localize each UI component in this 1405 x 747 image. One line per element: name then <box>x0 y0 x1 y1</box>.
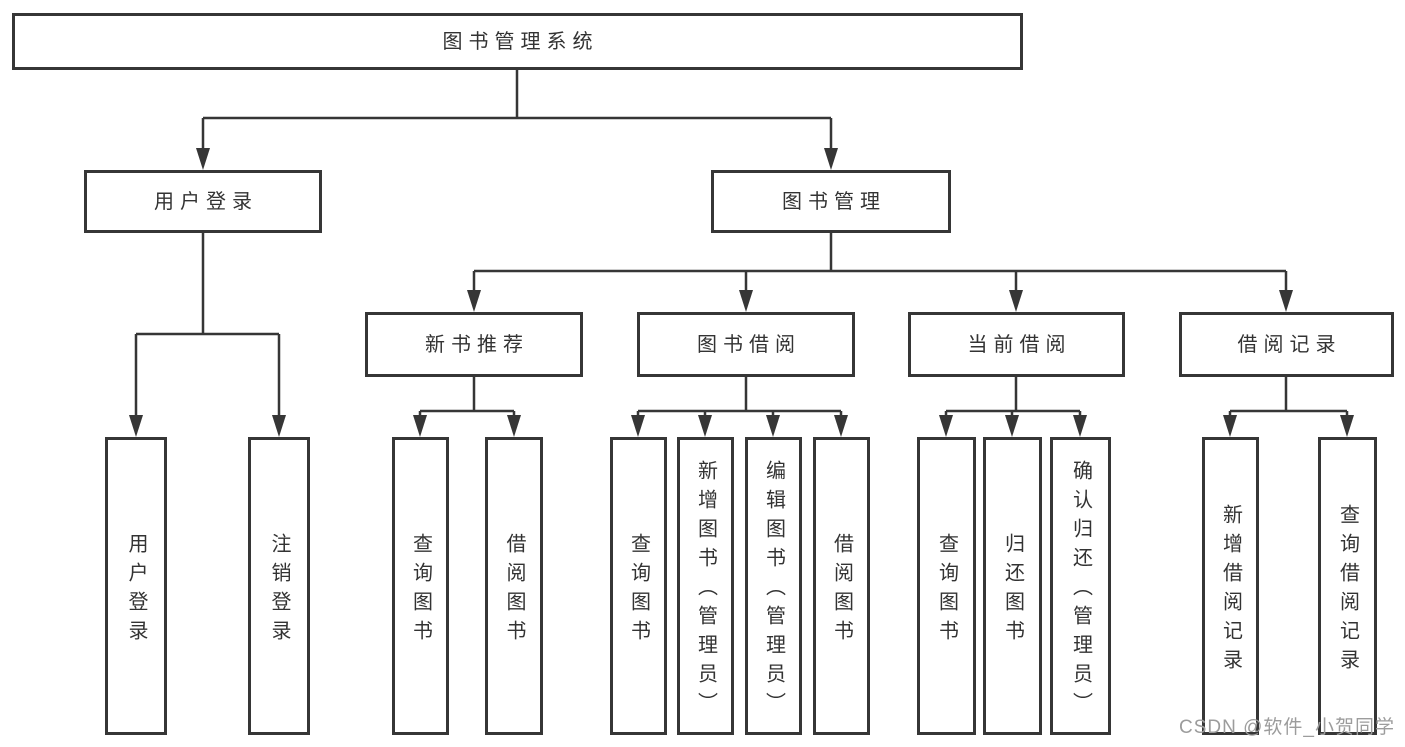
arrowhead-icon <box>739 290 753 312</box>
leaf-borrow-books-recommend: 借阅图书 <box>485 437 543 735</box>
arrowhead-icon <box>1009 290 1023 312</box>
arrowhead-icon <box>1073 415 1087 437</box>
leaf-query-books-recommend: 查询图书 <box>392 437 449 735</box>
edge-book-management-children <box>472 233 1288 290</box>
edge-borrow-record-children <box>1228 377 1349 415</box>
arrowhead-icon <box>631 415 645 437</box>
arrowhead-icon <box>939 415 953 437</box>
edge-current-borrow-children <box>944 377 1082 415</box>
node-user-login: 用户登录 <box>84 170 322 233</box>
node-current-borrowing: 当前借阅 <box>908 312 1125 377</box>
arrowhead-icon <box>834 415 848 437</box>
edge-user-login-children <box>134 233 281 415</box>
leaf-borrow-books-borrowing: 借阅图书 <box>813 437 870 735</box>
leaf-query-books-current: 查询图书 <box>917 437 976 735</box>
arrowhead-icon <box>413 415 427 437</box>
arrowhead-icon <box>1340 415 1354 437</box>
node-borrowing-records: 借阅记录 <box>1179 312 1394 377</box>
leaf-add-books-admin: 新增图书（管理员） <box>677 437 734 735</box>
arrowhead-icon <box>766 415 780 437</box>
leaf-add-borrow-record: 新增借阅记录 <box>1202 437 1259 735</box>
leaf-query-books-borrowing: 查询图书 <box>610 437 667 735</box>
leaf-confirm-return-admin: 确认归还（管理员） <box>1050 437 1111 735</box>
arrowheads <box>129 148 1354 437</box>
arrowhead-icon <box>824 148 838 170</box>
node-library-management-system: 图书管理系统 <box>12 13 1023 70</box>
leaf-return-books: 归还图书 <box>983 437 1042 735</box>
arrowhead-icon <box>698 415 712 437</box>
arrowhead-icon <box>507 415 521 437</box>
leaf-query-borrow-record: 查询借阅记录 <box>1318 437 1377 735</box>
node-new-book-recommendation: 新书推荐 <box>365 312 583 377</box>
arrowhead-icon <box>129 415 143 437</box>
arrowhead-icon <box>1223 415 1237 437</box>
edge-new-book-children <box>418 377 516 415</box>
arrowhead-icon <box>1279 290 1293 312</box>
arrowhead-icon <box>467 290 481 312</box>
leaf-edit-books-admin: 编辑图书（管理员） <box>745 437 802 735</box>
arrowhead-icon <box>1005 415 1019 437</box>
leaf-user-login: 用户登录 <box>105 437 167 735</box>
edge-root-to-level2 <box>201 70 833 148</box>
node-book-borrowing: 图书借阅 <box>637 312 855 377</box>
edge-book-borrow-children <box>636 377 843 415</box>
node-book-management: 图书管理 <box>711 170 951 233</box>
arrowhead-icon <box>272 415 286 437</box>
arrowhead-icon <box>196 148 210 170</box>
leaf-logout: 注销登录 <box>248 437 310 735</box>
watermark-text: CSDN @软件_小贺同学 <box>1179 717 1395 738</box>
